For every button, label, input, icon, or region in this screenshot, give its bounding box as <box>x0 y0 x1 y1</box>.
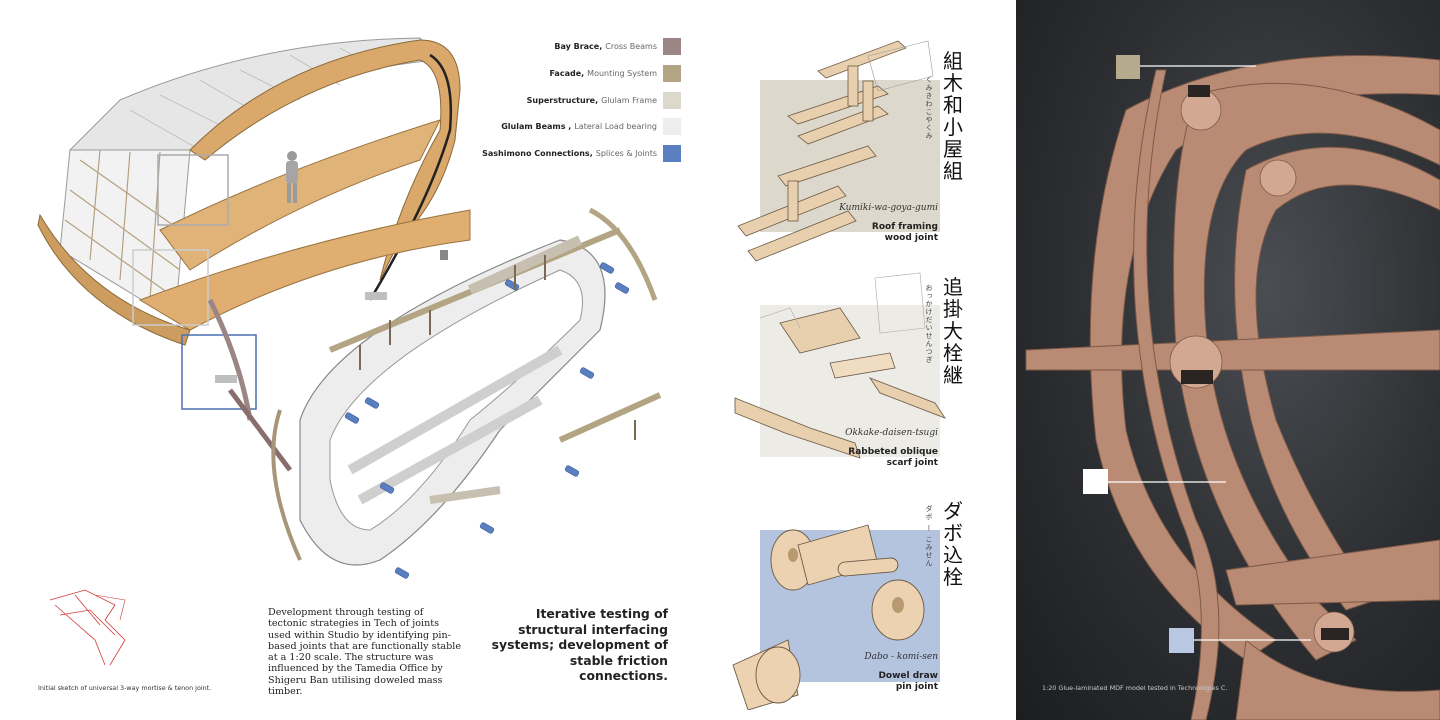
model-photo: 1:20 Glue-laminated MDF model tested in … <box>1016 0 1440 720</box>
photo-marker-sashimono <box>1169 628 1194 653</box>
human-scale-figure <box>286 151 298 203</box>
upper-deck <box>159 119 441 271</box>
roof-framing-joint-illustration <box>737 40 934 262</box>
legend-item-facade: Facade,Mounting System <box>549 65 681 82</box>
joint-kanji-1: 組 木 和 小 屋 組 <box>943 49 963 183</box>
photo-marker-facade <box>1116 55 1140 79</box>
photo-marker-glulam <box>1083 469 1108 494</box>
joint-kana-2: おっかけだいせんつぎ <box>925 284 933 364</box>
legend-swatch <box>663 145 681 162</box>
joint-title-2: Rabbeted oblique scarf joint <box>848 447 938 468</box>
legend-swatch <box>663 118 681 135</box>
joint-romaji-2: Okkake-daisen-tsugi <box>845 428 938 438</box>
joint-kana-1: くみきわこやくみ <box>925 76 933 140</box>
dowel-pin-joint-illustration <box>732 524 925 710</box>
mdf-model-illustration <box>1025 55 1440 720</box>
joint-kanji-3: ダ ボ 込 栓 <box>943 499 963 589</box>
joint-title-1: Roof framing wood joint <box>871 222 938 243</box>
glulam-frame-arch <box>189 39 461 281</box>
photo-caption: 1:20 Glue-laminated MDF model tested in … <box>1042 684 1228 692</box>
legend-swatch <box>663 65 681 82</box>
initial-joint-sketch <box>49 589 126 666</box>
lower-deck <box>138 209 471 331</box>
joint-romaji-1: Kumiki-wa-goya-gumi <box>839 203 938 213</box>
legend: Bay Brace,Cross Beams Facade,Mounting Sy… <box>480 30 685 170</box>
joint-title-3: Dowel draw pin joint <box>878 671 938 692</box>
legend-item-superstructure: Superstructure,Glulam Frame <box>527 92 681 109</box>
axonometric-pavilion-illustration <box>37 37 662 579</box>
legend-swatch <box>663 92 681 109</box>
legend-item-sashimono: Sashimono Connections,Splices & Joints <box>482 145 681 162</box>
headline: Iterative testing of structural interfac… <box>491 606 668 683</box>
scarf-joint-illustration <box>734 272 947 459</box>
joint-kanji-2: 追 掛 大 栓 継 <box>943 275 963 387</box>
legend-item-glulam-beams: Glulam Beams ,Lateral Load bearing <box>501 118 681 135</box>
joint-kana-3: ダボ ー こみせん <box>925 505 933 568</box>
roof-grid <box>129 47 381 151</box>
description-paragraph: Development through testing of tectonic … <box>268 607 462 698</box>
callout-box-superstructure <box>132 249 209 326</box>
callout-box-sashimono <box>181 334 257 410</box>
sashimono-pins <box>344 262 630 579</box>
joint-romaji-3: Dabo - komi-sen <box>864 652 938 662</box>
legend-item-bay-brace: Bay Brace,Cross Beams <box>554 38 681 55</box>
legend-swatch <box>663 38 681 55</box>
callout-box-bay-brace <box>157 154 229 226</box>
sketch-caption: Initial sketch of universal 3-way mortis… <box>38 684 212 692</box>
